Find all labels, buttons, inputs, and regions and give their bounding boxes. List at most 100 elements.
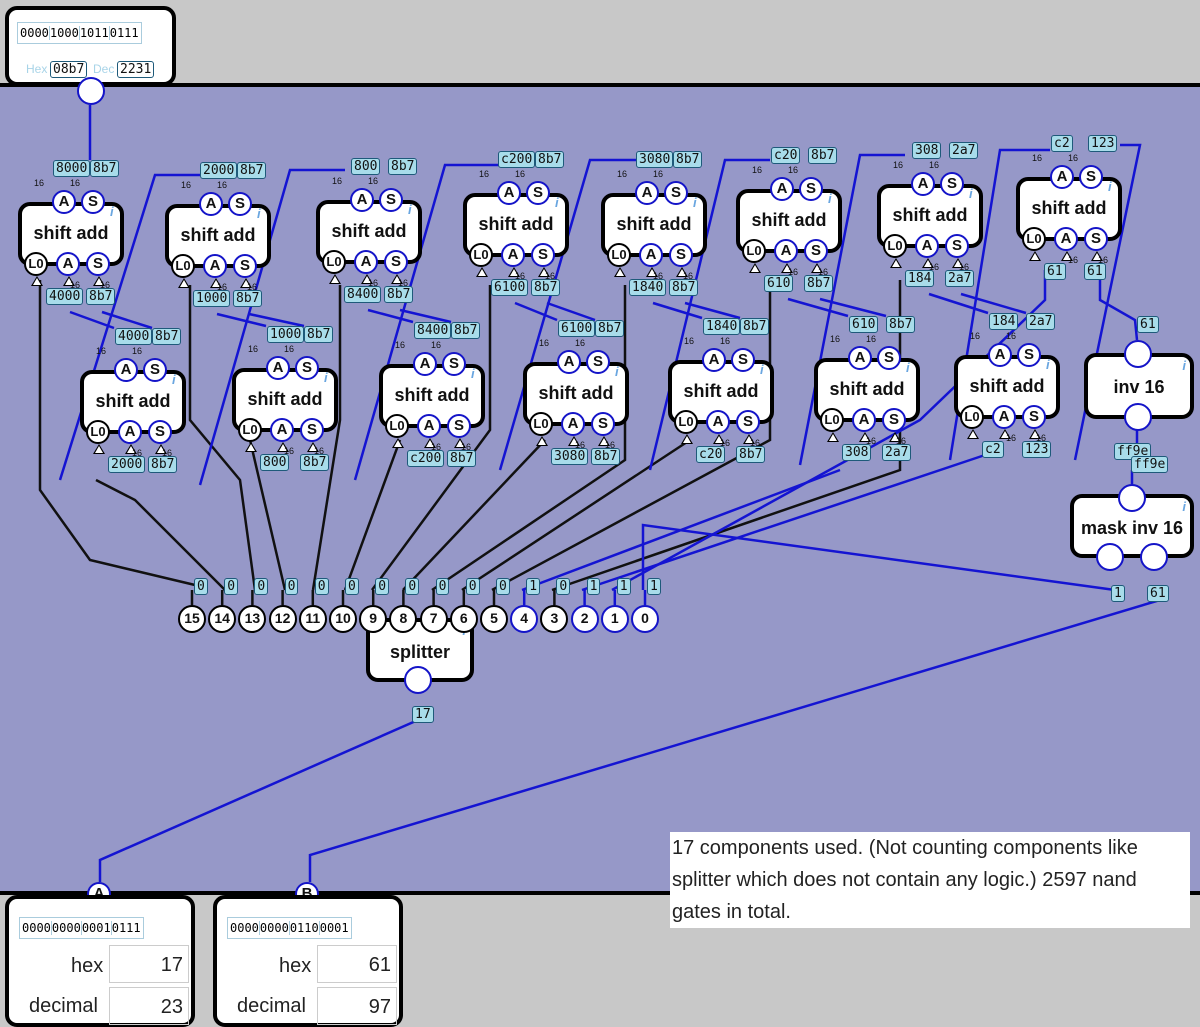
pin-s-top[interactable]: S [228,192,252,216]
output-pin[interactable] [77,77,105,105]
pin-l0[interactable]: L0 [529,412,553,436]
pin-s-bottom[interactable]: S [804,239,828,263]
pin-s-bottom[interactable]: S [669,243,693,267]
pin-l0[interactable]: L0 [607,243,631,267]
mask-inv-out-pin[interactable] [1118,484,1146,512]
splitter-bit-8[interactable]: 8 [389,605,418,633]
pin-a-bottom[interactable]: A [203,254,227,278]
pin-l0[interactable]: L0 [883,234,907,258]
info-icon[interactable]: i [172,372,176,387]
input-b-hex-value[interactable]: 61 [317,945,397,983]
pin-a-bottom[interactable]: A [417,414,441,438]
info-icon[interactable]: i [471,366,475,381]
pin-s-top[interactable]: S [731,348,755,372]
info-icon[interactable]: i [906,360,910,375]
pin-s-top[interactable]: S [526,181,550,205]
info-icon[interactable]: i [615,364,619,379]
input-b-dec-value[interactable]: 97 [317,987,397,1025]
pin-a-bottom[interactable]: A [639,243,663,267]
splitter-bit-1[interactable]: 1 [600,605,629,633]
pin-a-top[interactable]: A [199,192,223,216]
pin-a-bottom[interactable]: A [774,239,798,263]
splitter-bit-12[interactable]: 12 [268,605,297,633]
pin-a-top[interactable]: A [770,177,794,201]
pin-l0[interactable]: L0 [24,252,48,276]
pin-s-bottom[interactable]: S [300,418,324,442]
pin-s-bottom[interactable]: S [736,410,760,434]
pin-a-top[interactable]: A [557,350,581,374]
pin-a-bottom[interactable]: A [56,252,80,276]
splitter-bit-15[interactable]: 15 [178,605,206,633]
pin-a-top[interactable]: A [413,352,437,376]
info-icon[interactable]: i [408,202,412,217]
pin-l0[interactable]: L0 [820,408,844,432]
pin-a-top[interactable]: A [266,356,290,380]
info-icon[interactable]: i [969,186,973,201]
pin-s-bottom[interactable]: S [148,420,172,444]
pin-a-bottom[interactable]: A [270,418,294,442]
pin-s-bottom[interactable]: S [882,408,906,432]
pin-s-bottom[interactable]: S [945,234,969,258]
pin-a-bottom[interactable]: A [852,408,876,432]
pin-a-bottom[interactable]: A [992,405,1016,429]
info-icon[interactable]: i [1108,179,1112,194]
pin-a-bottom[interactable]: A [354,250,378,274]
pin-s-top[interactable]: S [586,350,610,374]
splitter-bit-7[interactable]: 7 [419,605,448,633]
splitter-bit-9[interactable]: 9 [359,605,388,633]
pin-a-bottom[interactable]: A [915,234,939,258]
pin-s-top[interactable]: S [664,181,688,205]
splitter-bit-14[interactable]: 14 [208,605,237,633]
pin-a-top[interactable]: A [1050,165,1074,189]
pin-a-top[interactable]: A [702,348,726,372]
info-icon[interactable]: i [555,195,559,210]
info-icon[interactable]: i [1182,358,1186,373]
pin-s-top[interactable]: S [799,177,823,201]
info-icon[interactable]: i [1182,499,1186,514]
pin-a-top[interactable]: A [988,343,1012,367]
pin-s-top[interactable]: S [1017,343,1041,367]
pin-l0[interactable]: L0 [238,418,262,442]
pin-a-top[interactable]: A [114,358,138,382]
pin-a-bottom[interactable]: A [501,243,525,267]
info-icon[interactable]: i [760,362,764,377]
pin-s-bottom[interactable]: S [447,414,471,438]
pin-s-top[interactable]: S [940,172,964,196]
info-icon[interactable]: i [257,206,261,221]
pin-s-top[interactable]: S [81,190,105,214]
splitter-bit-0[interactable]: 0 [631,605,659,633]
splitter-in-pin[interactable] [404,666,432,694]
pin-a-bottom[interactable]: A [706,410,730,434]
splitter-bit-2[interactable]: 2 [570,605,599,633]
info-icon[interactable]: i [693,195,697,210]
mask-inv-in2-pin[interactable] [1140,543,1168,571]
splitter-bit-13[interactable]: 13 [238,605,267,633]
splitter-bit-11[interactable]: 11 [298,605,327,633]
pin-a-bottom[interactable]: A [118,420,142,444]
pin-a-top[interactable]: A [497,181,521,205]
pin-a-top[interactable]: A [911,172,935,196]
info-icon[interactable]: i [110,204,114,219]
splitter-bit-5[interactable]: 5 [480,605,508,633]
pin-a-bottom[interactable]: A [561,412,585,436]
splitter-bit-6[interactable]: 6 [449,605,478,633]
pin-l0[interactable]: L0 [960,405,984,429]
pin-s-bottom[interactable]: S [1022,405,1046,429]
mask-inv-in1-pin[interactable] [1096,543,1124,571]
pin-a-top[interactable]: A [350,188,374,212]
pin-s-top[interactable]: S [1079,165,1103,189]
pin-a-top[interactable]: A [635,181,659,205]
pin-s-bottom[interactable]: S [531,243,555,267]
info-icon[interactable]: i [828,191,832,206]
pin-l0[interactable]: L0 [86,420,110,444]
pin-l0[interactable]: L0 [674,410,698,434]
input-a-hex-value[interactable]: 17 [109,945,189,983]
pin-a-top[interactable]: A [52,190,76,214]
pin-s-top[interactable]: S [379,188,403,212]
pin-l0[interactable]: L0 [322,250,346,274]
pin-s-bottom[interactable]: S [591,412,615,436]
pin-s-bottom[interactable]: S [1084,227,1108,251]
pin-s-top[interactable]: S [442,352,466,376]
pin-l0[interactable]: L0 [1022,227,1046,251]
inv-out-pin[interactable] [1124,403,1152,431]
